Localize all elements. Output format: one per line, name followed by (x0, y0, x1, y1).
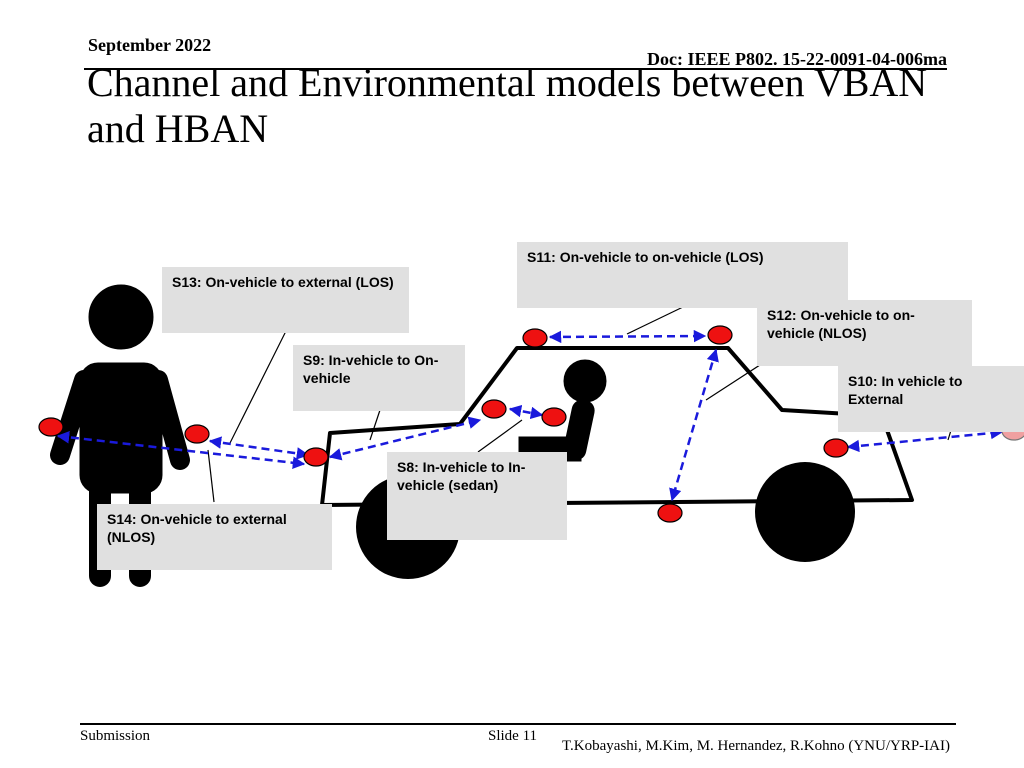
sensor-node-windshield (481, 399, 507, 419)
label-s9: S9: In-vehicle to On-vehicle (293, 345, 465, 411)
footer-submission: Submission (80, 728, 151, 744)
sensor-node-roof-rear (707, 325, 733, 345)
link-s8 (508, 404, 544, 420)
link-s12 (669, 348, 719, 502)
sensor-node-driver (541, 407, 567, 427)
label-s12: S12: On-vehicle to on-vehicle (NLOS) (757, 300, 972, 366)
header-date: September 2022 (88, 35, 212, 55)
link-s13 (208, 436, 310, 460)
footer-rule (80, 723, 956, 725)
sensor-node-car-front (303, 447, 329, 467)
slide-title: Channel and Environmental models between… (87, 60, 928, 151)
human-head (88, 284, 154, 350)
header-rule (84, 68, 947, 70)
link-s10 (846, 426, 1004, 453)
footer-slide-number: Slide 11 (488, 728, 538, 744)
label-s11: S11: On-vehicle to on-vehicle (LOS) (517, 242, 848, 308)
driver-head (563, 359, 607, 403)
sensor-node-roof-front (522, 328, 548, 348)
car-rear-wheel (755, 462, 855, 562)
sensor-node-car-rear (823, 438, 849, 458)
link-s11 (548, 329, 707, 344)
header-doc-id: Doc: IEEE P802. 15-22-0091-04-006ma (647, 49, 947, 69)
sensor-node-hand-right (184, 424, 210, 444)
footer-authors: T.Kobayashi, M.Kim, M. Hernandez, R.Kohn… (562, 738, 950, 754)
label-s10: S10: In vehicle to External (838, 366, 1024, 432)
sensor-node-under-car (657, 503, 683, 523)
link-s14 (56, 431, 306, 469)
label-s13: S13: On-vehicle to external (LOS) (162, 267, 409, 333)
sensor-node-hand-left (38, 417, 64, 437)
label-s14: S14: On-vehicle to external (NLOS) (97, 504, 332, 570)
label-s8: S8: In-vehicle to In-vehicle (sedan) (387, 452, 567, 540)
link-arrows (56, 329, 1004, 502)
